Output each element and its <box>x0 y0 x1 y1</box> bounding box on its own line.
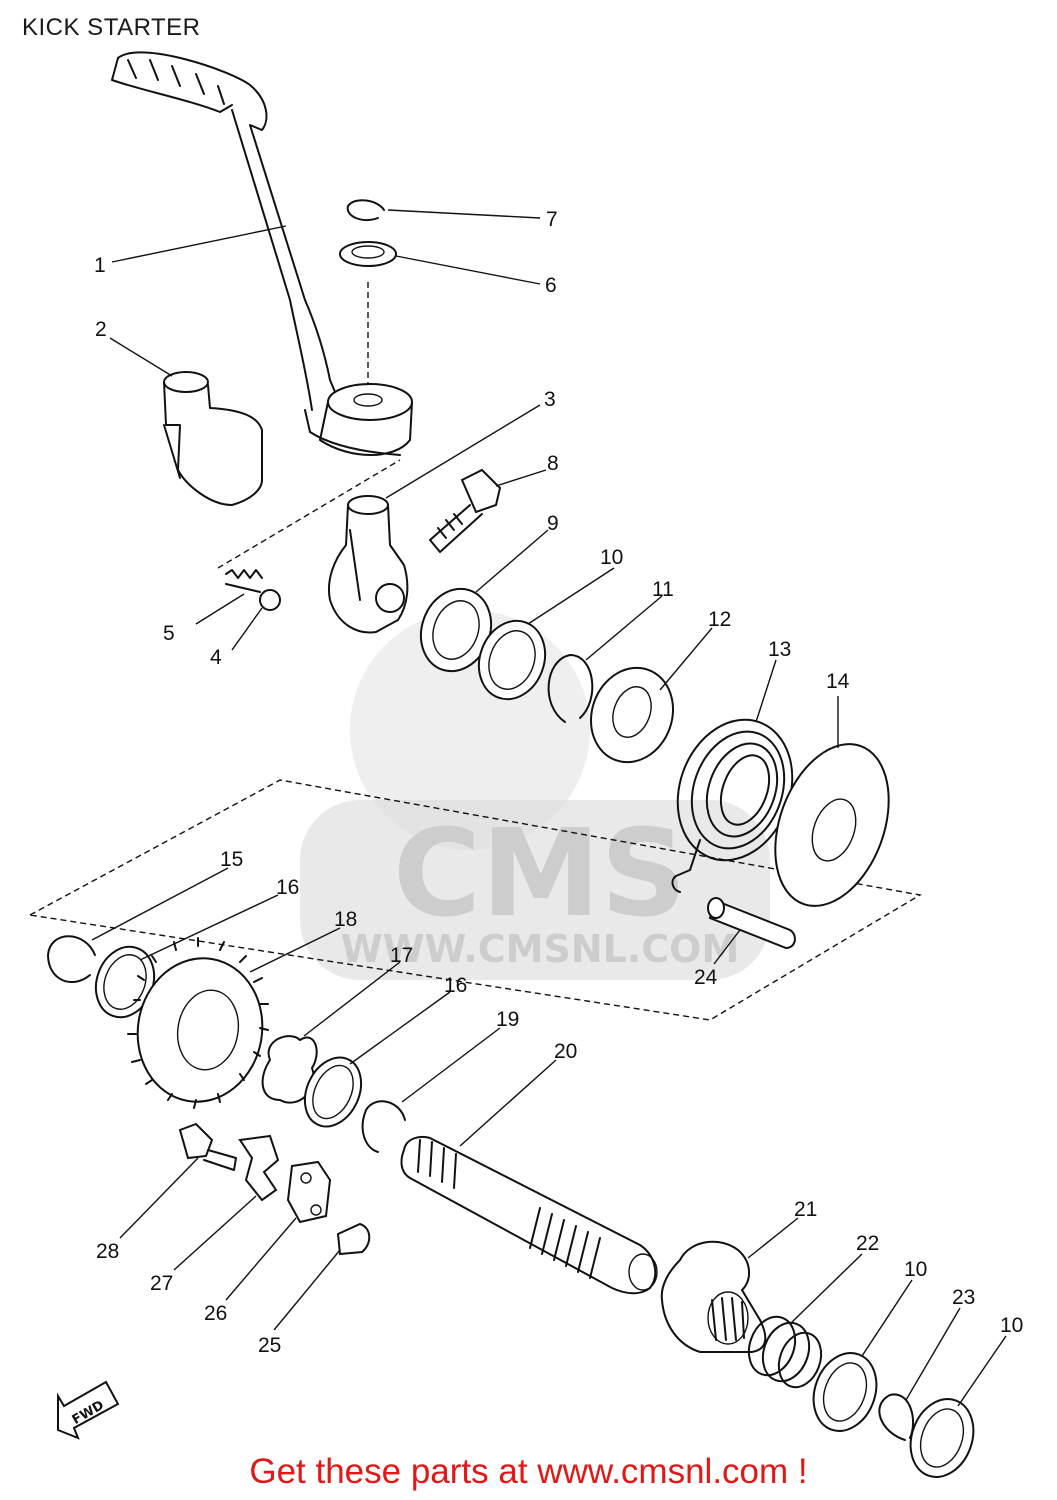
callout-13: 13 <box>768 638 791 661</box>
footer-text: Get these parts at <box>249 1452 538 1491</box>
lever-boot <box>163 371 263 506</box>
callout-11: 11 <box>652 578 674 601</box>
callout-6: 6 <box>545 274 557 297</box>
kick-shaft-top-parts <box>419 587 890 950</box>
callout-5: 5 <box>163 622 175 645</box>
callout-10b: 10 <box>904 1258 927 1281</box>
forward-arrow: FWD <box>57 1380 120 1440</box>
callout-15: 15 <box>220 848 243 871</box>
kick-boss <box>328 495 409 634</box>
footer-banner: Get these parts at www.cmsnl.com ! <box>0 1452 1057 1492</box>
callout-3: 3 <box>544 388 556 411</box>
ratchet-assembly <box>660 1240 975 1478</box>
callout-10c: 10 <box>1000 1314 1023 1337</box>
callout-numbers: 1 2 3 4 5 6 7 8 9 10 11 12 13 14 15 16 1… <box>94 208 1023 1357</box>
kick-lever <box>111 51 413 456</box>
callout-25: 25 <box>258 1334 281 1357</box>
footer-text-end: ! <box>788 1452 808 1491</box>
kick-gear-assembly <box>47 935 658 1295</box>
callout-26: 26 <box>204 1302 227 1325</box>
callout-17: 17 <box>390 944 413 967</box>
callout-21: 21 <box>794 1198 817 1221</box>
callout-23: 23 <box>952 1286 975 1309</box>
callout-18: 18 <box>334 908 357 931</box>
callout-27: 27 <box>150 1272 173 1295</box>
callout-20: 20 <box>554 1040 577 1063</box>
callout-4: 4 <box>210 646 222 669</box>
callout-7: 7 <box>546 208 558 231</box>
callout-16a: 16 <box>276 876 299 899</box>
assembly-guides <box>29 282 922 1021</box>
pinch-bolt <box>429 468 502 553</box>
callout-22: 22 <box>856 1232 879 1255</box>
callout-10a: 10 <box>600 546 623 569</box>
page-title: KICK STARTER <box>22 14 201 41</box>
watermark-logo: CMS <box>393 805 687 944</box>
washer-and-clip <box>339 199 397 267</box>
ball-and-spring <box>225 569 281 611</box>
callout-19: 19 <box>496 1008 519 1031</box>
callout-16b: 16 <box>444 974 467 997</box>
guide-plate-parts <box>178 1122 371 1256</box>
callout-24: 24 <box>694 966 718 989</box>
leader-lines <box>91 209 1007 1407</box>
callout-1: 1 <box>94 254 106 277</box>
callout-12: 12 <box>708 608 731 631</box>
footer-link[interactable]: www.cmsnl.com <box>537 1452 789 1491</box>
callout-8: 8 <box>547 452 559 475</box>
callout-9: 9 <box>547 512 559 535</box>
callout-28: 28 <box>96 1240 119 1263</box>
callout-14: 14 <box>826 670 850 693</box>
watermark-url: WWW.CMSNL.COM <box>341 927 740 971</box>
callout-2: 2 <box>95 318 107 341</box>
